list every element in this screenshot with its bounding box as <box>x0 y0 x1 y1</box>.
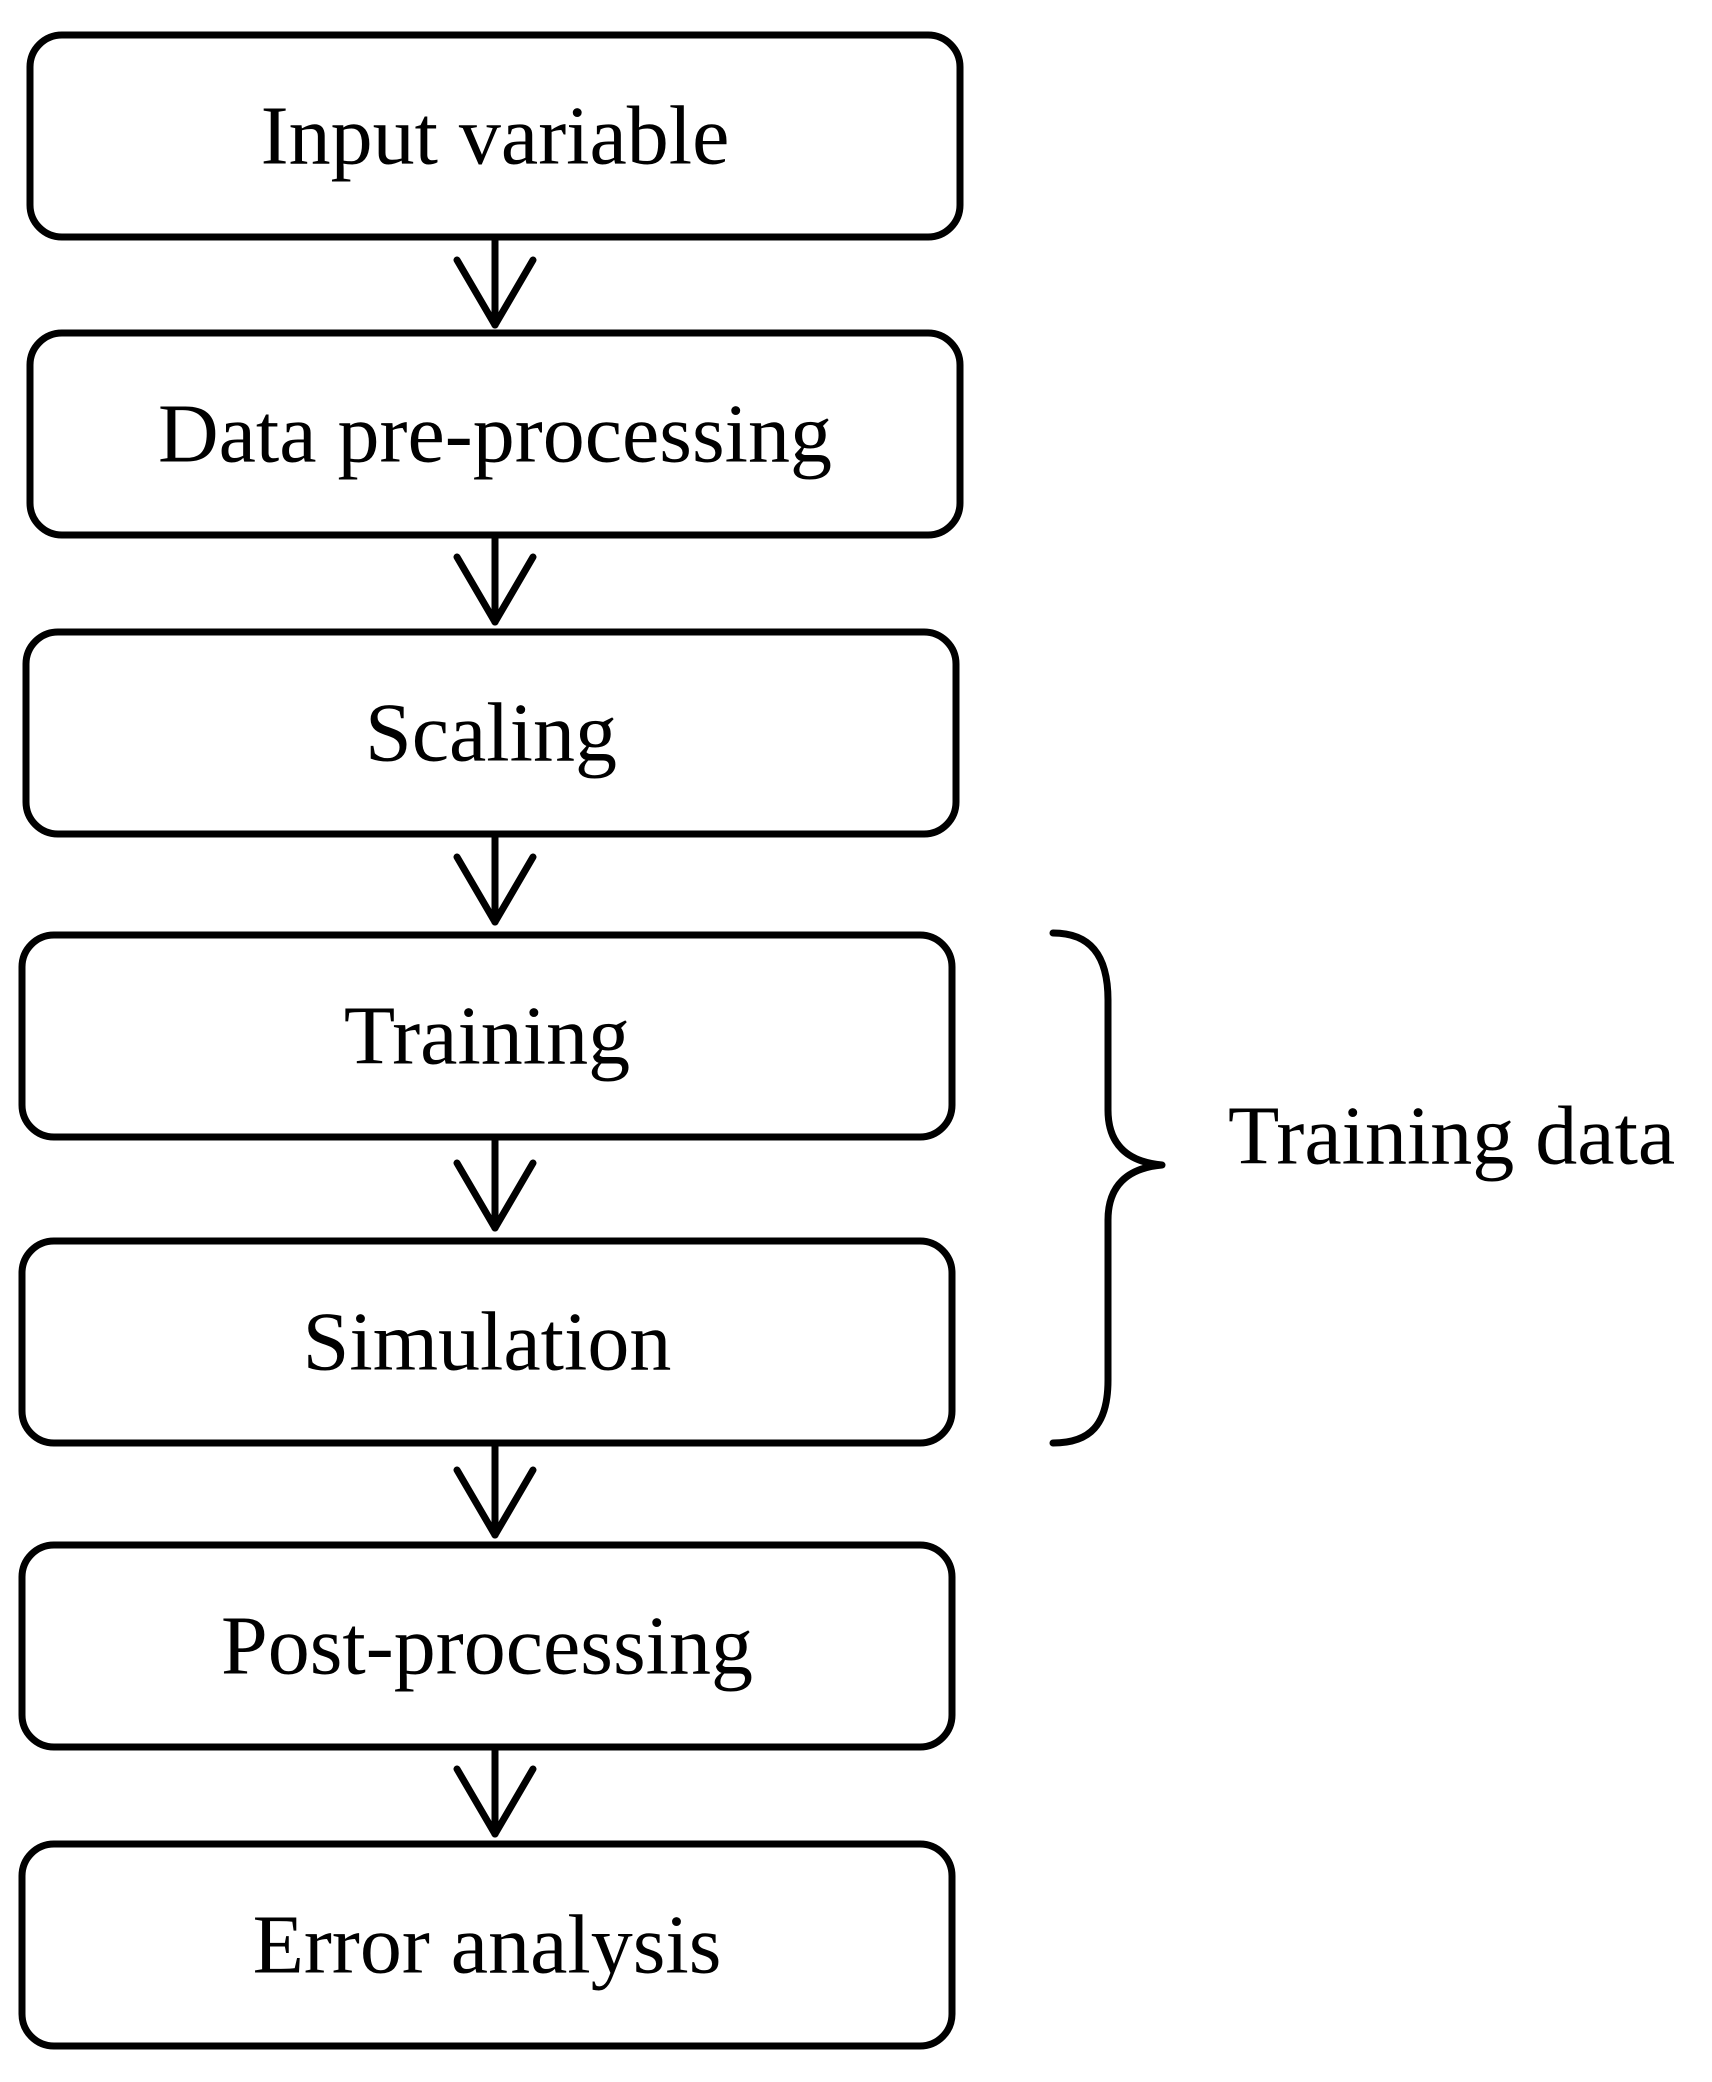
step-label: Data pre-processing <box>158 388 832 481</box>
arrow-1 <box>453 233 537 329</box>
step-scaling: Scaling <box>22 628 960 838</box>
step-box <box>18 1840 956 2050</box>
step-simulation: Simulation <box>18 1237 956 1447</box>
step-label: Training <box>344 990 630 1083</box>
step-box <box>18 1237 956 1447</box>
arrow-2 <box>453 531 537 626</box>
step-label: Error analysis <box>253 1899 722 1992</box>
arrow-6 <box>453 1743 537 1838</box>
arrow-5 <box>453 1439 537 1539</box>
step-training: Training <box>18 931 956 1141</box>
step-box <box>18 931 956 1141</box>
step-label: Simulation <box>303 1296 672 1389</box>
arrow-4 <box>453 1133 537 1232</box>
step-label: Scaling <box>365 687 617 780</box>
step-error-analysis: Error analysis <box>18 1840 956 2050</box>
training-data-label: Training data <box>1228 1090 1675 1183</box>
training-data-brace <box>1049 929 1166 1447</box>
step-label: Post-processing <box>221 1600 753 1693</box>
step-data-pre-processing: Data pre-processing <box>26 329 964 539</box>
step-post-processing: Post-processing <box>18 1541 956 1751</box>
step-box <box>22 628 960 838</box>
step-input-variable: Input variable <box>26 31 964 241</box>
step-label: Input variable <box>261 90 730 183</box>
step-box <box>18 1541 956 1751</box>
arrow-3 <box>453 830 537 926</box>
